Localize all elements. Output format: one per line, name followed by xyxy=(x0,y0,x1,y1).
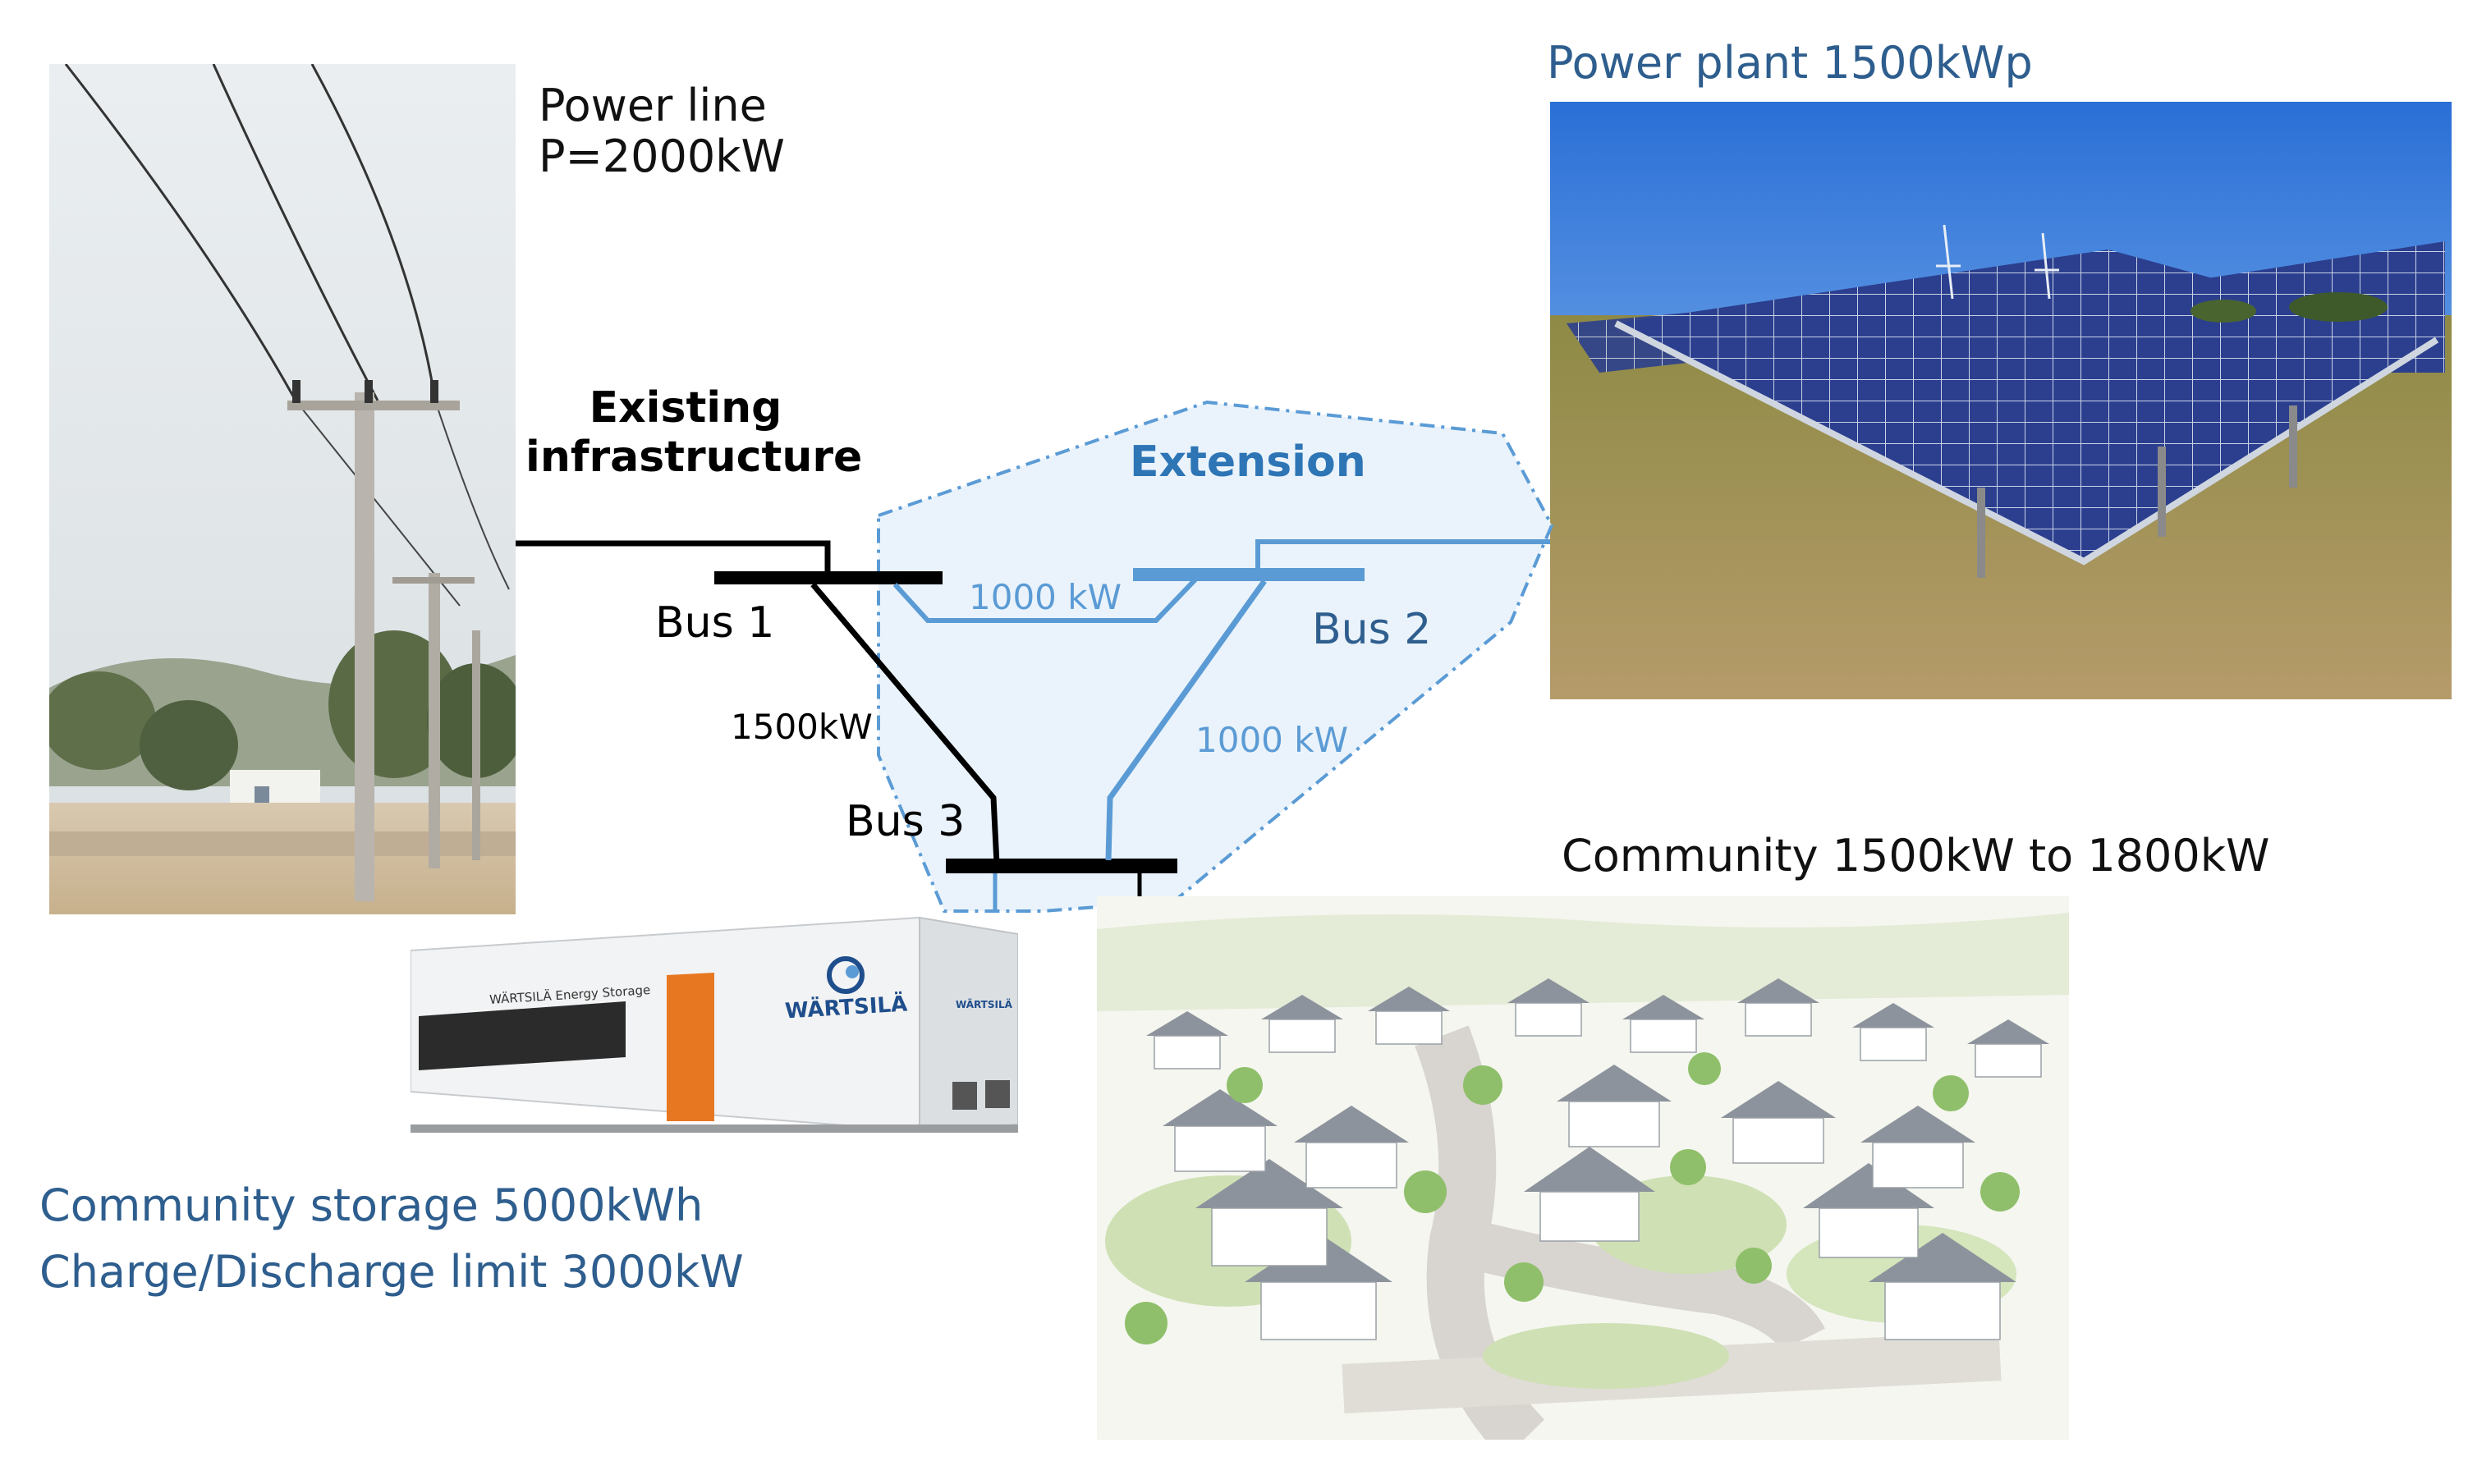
extension-label: Extension xyxy=(1130,437,1366,487)
bus2-label: Bus 2 xyxy=(1312,605,1432,654)
container-side-brand: WÄRTSILÄ xyxy=(956,999,1012,1010)
community-title: Community 1500kW to 1800kW xyxy=(1562,830,2270,882)
existing-infrastructure-label: Existing infrastructure xyxy=(525,383,863,483)
storage-caption: Community storage 5000kWh Charge/Dischar… xyxy=(39,1172,744,1305)
line-bus1-bus3 xyxy=(810,582,1000,864)
bus2-bar xyxy=(1133,568,1365,581)
power-plant-title: Power plant 1500kWp xyxy=(1547,37,2033,89)
link-bus1-bus3-label: 1500kW xyxy=(731,707,873,747)
bus1-bar xyxy=(714,571,943,584)
bus1-label: Bus 1 xyxy=(655,598,775,648)
bus3-label: Bus 3 xyxy=(846,797,966,846)
solar-plant-photo xyxy=(1550,102,2452,699)
extension-region xyxy=(877,400,1554,913)
storage-caption-line2: Charge/Discharge limit 3000kW xyxy=(39,1246,744,1298)
power-line-photo xyxy=(49,64,516,914)
power-line-title: Power line P=2000kW xyxy=(539,80,785,182)
line-bus2-bus3 xyxy=(1105,579,1267,861)
line-bus1-bus2 xyxy=(892,577,1198,623)
link-bus1-bus2-label: 1000 kW xyxy=(969,577,1122,617)
bus3-bar xyxy=(946,859,1177,873)
power-line-title-line1: Power line xyxy=(539,80,767,131)
power-line-title-line2: P=2000kW xyxy=(539,131,785,183)
community-illustration xyxy=(1097,896,2069,1440)
existing-label-line2: infrastructure xyxy=(525,432,863,482)
storage-caption-line1: Community storage 5000kWh xyxy=(39,1179,704,1231)
power-line-feed xyxy=(516,540,831,575)
solar-feed xyxy=(1255,539,1550,570)
storage-container-image: WÄRTSILÄ Energy Storage WÄRTSILÄ WÄRTSIL… xyxy=(411,909,1018,1147)
link-bus2-bus3-label: 1000 kW xyxy=(1195,720,1349,760)
existing-label-line1: Existing xyxy=(589,383,782,433)
